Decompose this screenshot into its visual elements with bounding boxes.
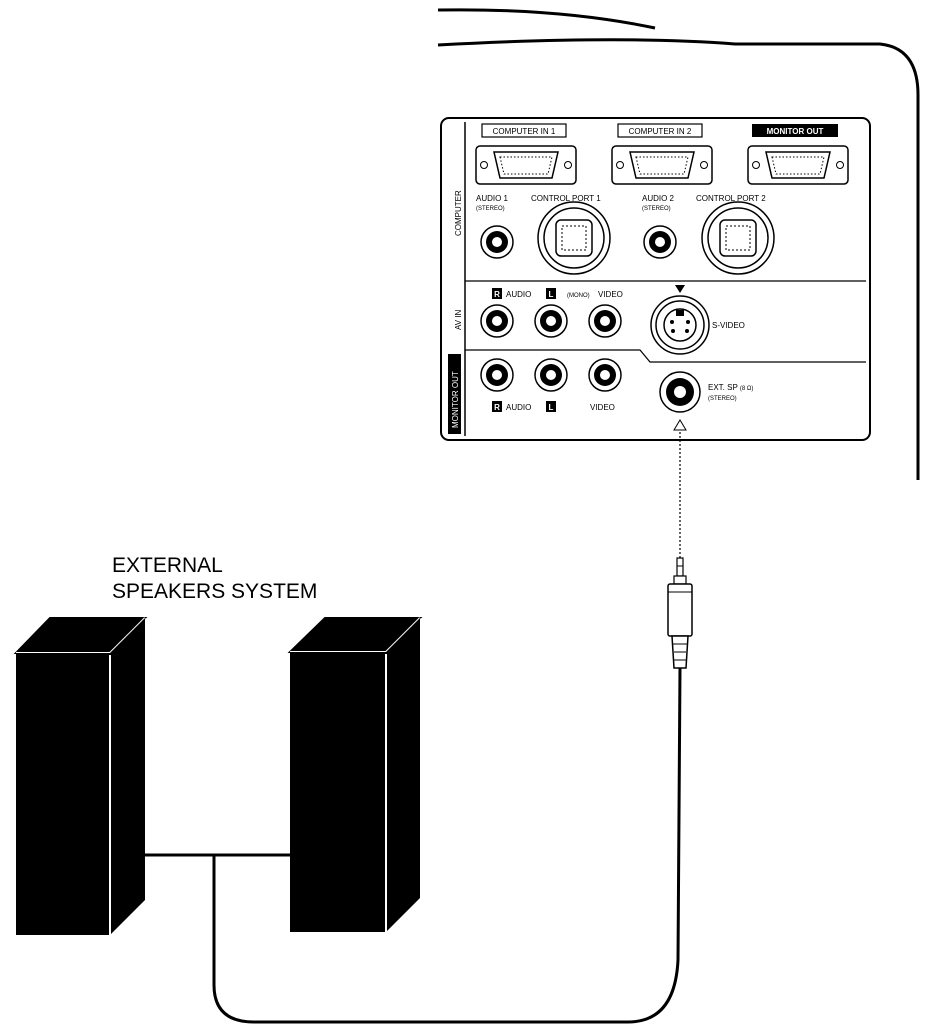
control-port-2-label: CONTROL PORT 2 [696,194,766,203]
projector-body-outline [437,38,920,480]
s-video-marker-triangle [675,285,685,293]
connection-arrow-head [673,419,687,431]
audio-1-stereo-label: (STEREO) [476,206,505,212]
audio-2-stereo-label: (STEREO) [642,206,671,212]
ext-sp-stereo-label: (STEREO) [708,396,737,402]
av-in-r-badge [492,288,502,299]
section-computer-label: COMPUTER [454,190,463,236]
monitor-out-l-label: L [549,403,554,412]
divider-avin-monitorout [465,349,866,363]
monitor-out-label: MONITOR OUT [767,127,824,136]
monitor-out-video-label: VIDEO [590,403,615,412]
computer-in-1-connector [475,145,577,185]
s-video-label: S-VIDEO [712,321,745,330]
av-in-r-label: R [494,290,500,299]
left-speaker [13,617,148,935]
section-monitor-out-badge [448,354,461,434]
monitor-out-audio-r-jack [480,358,514,392]
speaker-caption-line-2: SPEAKERS SYSTEM [112,580,317,603]
projector-top-edge [437,8,656,30]
terminal-panel: COMPUTER AV IN MONITOR OUT COMPUTER IN 1… [440,117,871,441]
section-av-in-label: AV IN [454,309,463,330]
monitor-out-audio-label: AUDIO [506,403,531,412]
monitor-out-r-badge [492,401,502,412]
control-port-1-connector [537,201,611,275]
av-in-mono-label: (MONO) [567,293,590,299]
av-in-video-jack [588,304,622,338]
monitor-out-r-label: R [494,403,500,412]
av-in-audio-l-jack [534,304,568,338]
s-video-connector [650,295,710,355]
audio-1-jack [480,225,514,259]
speaker-caption-line-1: EXTERNAL [112,554,223,577]
speaker-cable [212,667,682,1024]
computer-in-2-label: COMPUTER IN 2 [629,127,692,136]
computer-in-1-label: COMPUTER IN 1 [493,127,556,136]
audio-2-label: AUDIO 2 [642,194,675,203]
computer-in-1-label-box [481,123,567,138]
monitor-out-label-box [752,124,838,137]
right-speaker [287,617,423,932]
monitor-out-audio-l-jack [534,358,568,392]
computer-in-2-label-box [617,123,703,138]
control-port-2-connector [701,201,775,275]
av-in-audio-r-jack [480,304,514,338]
av-in-audio-label: AUDIO [506,290,531,299]
audio-2-jack [643,225,677,259]
control-port-1-label: CONTROL PORT 1 [531,194,601,203]
av-in-video-label: VIDEO [598,290,623,299]
monitor-out-l-badge [546,401,556,412]
audio-1-label: AUDIO 1 [476,194,509,203]
av-in-l-badge [546,288,556,299]
ext-sp-jack [659,371,701,413]
speaker-plug [667,557,693,669]
av-in-l-label: L [549,290,554,299]
computer-in-2-connector [611,145,713,185]
monitor-out-connector [747,145,849,185]
monitor-out-video-jack [588,358,622,392]
ext-sp-label: EXT. SP (8 Ω) [708,383,753,392]
section-monitor-out-label: MONITOR OUT [451,371,460,428]
